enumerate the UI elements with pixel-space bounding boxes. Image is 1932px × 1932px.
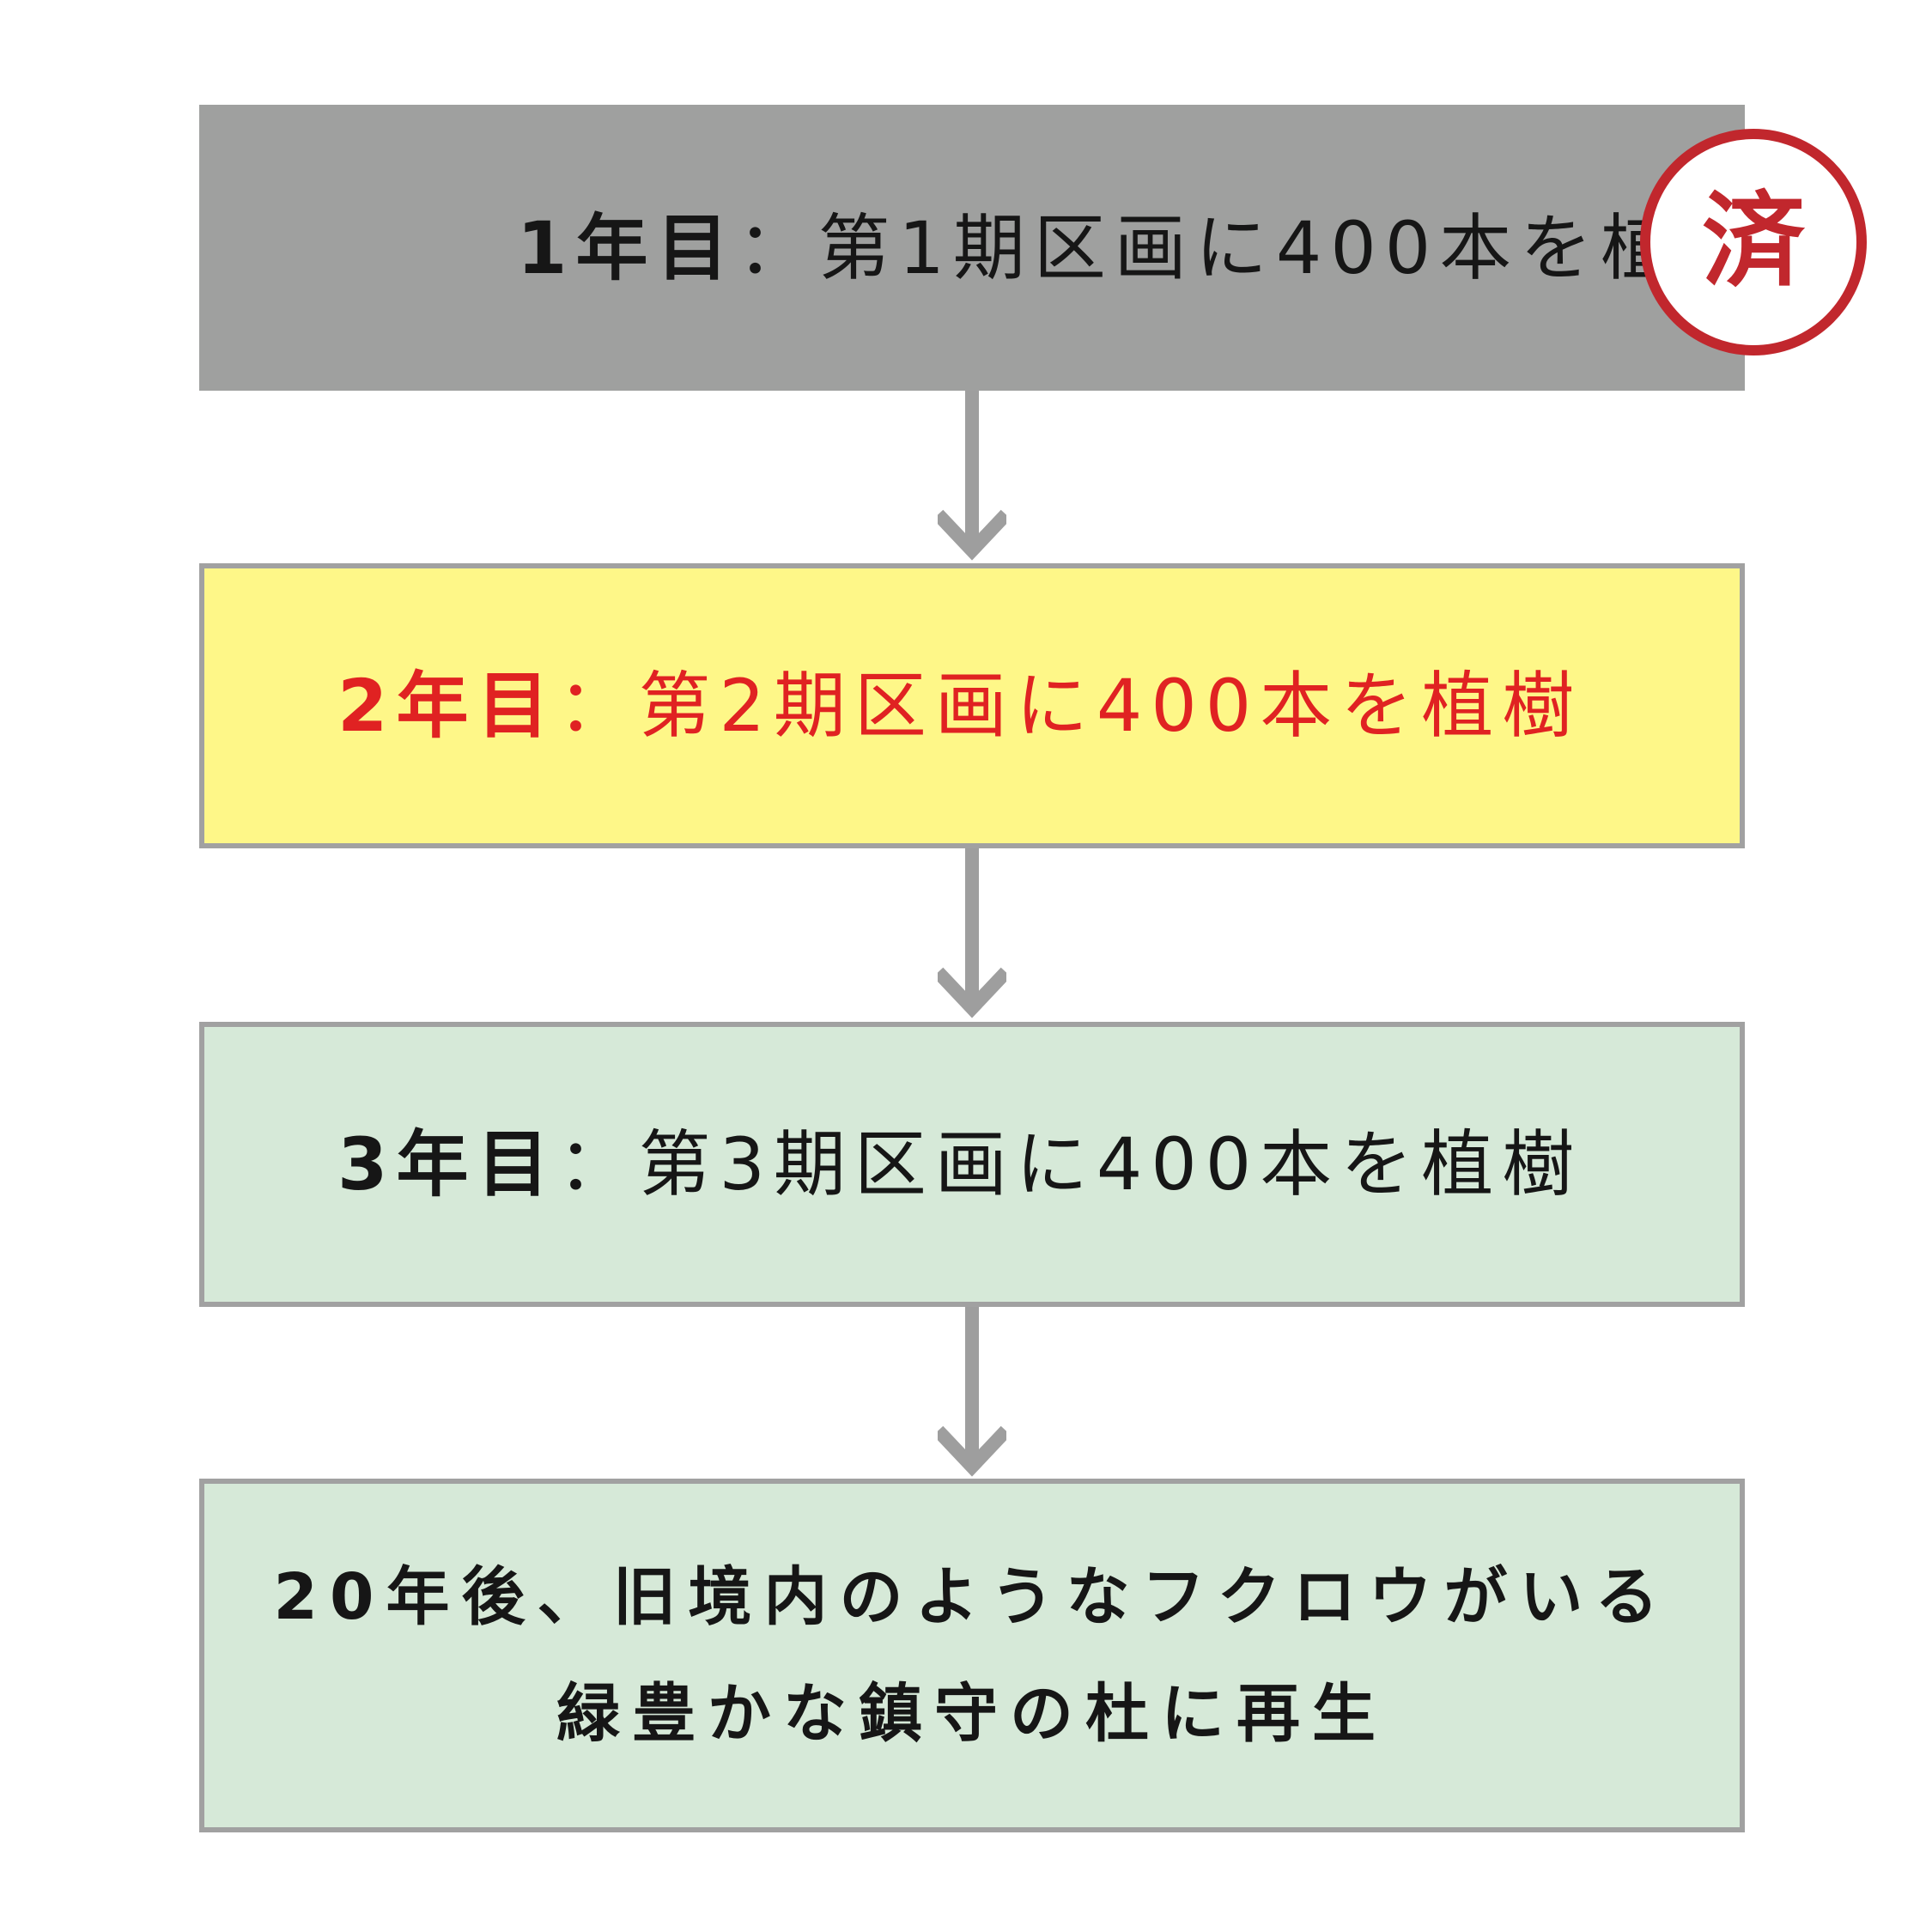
outcome-box: 20年後、旧境内のようなフクロウがいる 緑豊かな鎮守の杜に再生 — [199, 1479, 1745, 1832]
down-arrow-1 — [938, 391, 1006, 561]
step-1-text: 1年目：第1期区画に400本を植樹 — [517, 212, 1762, 284]
step-3-year: 3年目 — [337, 1122, 558, 1206]
step-2-separator: ： — [557, 664, 639, 748]
down-arrow-3 — [938, 1307, 1006, 1477]
step-3-separator: ： — [557, 1122, 639, 1206]
step-year-3: 3年目：第3期区画に400本を植樹 — [199, 1022, 1745, 1307]
step-1-separator: ： — [737, 205, 818, 290]
outcome-text: 20年後、旧境内のようなフクロウがいる 緑豊かな鎮守の杜に再生 — [204, 1539, 1740, 1772]
step-2-text: 2年目：第2期区画に400本を植樹 — [337, 670, 1583, 742]
step-1-description: 第1期区画に400本を植樹 — [817, 205, 1763, 290]
completed-stamp: 済 — [1640, 129, 1867, 355]
step-year-2: 2年目：第2期区画に400本を植樹 — [199, 563, 1745, 848]
down-arrow-2 — [938, 848, 1006, 1018]
outcome-line-2: 緑豊かな鎮守の杜に再生 — [556, 1677, 1388, 1751]
step-2-description: 第2期区画に400本を植樹 — [638, 664, 1583, 748]
outcome-line-1: 20年後、旧境内のようなフクロウがいる — [273, 1560, 1671, 1634]
step-1-year: 1年目 — [517, 205, 738, 290]
step-3-description: 第3期区画に400本を植樹 — [638, 1122, 1583, 1206]
step-3-text: 3年目：第3期区画に400本を植樹 — [337, 1128, 1583, 1200]
step-2-year: 2年目 — [337, 664, 558, 748]
step-year-1: 1年目：第1期区画に400本を植樹 — [199, 105, 1753, 391]
